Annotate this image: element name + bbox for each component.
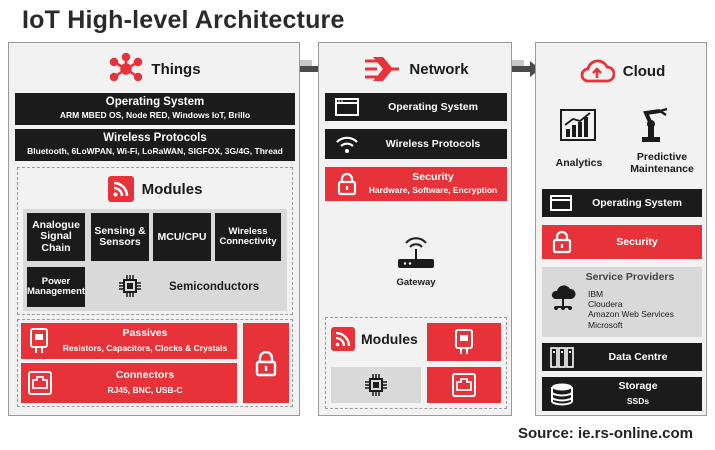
network-wireless-title: Wireless Protocols	[385, 138, 481, 150]
things-os-title: Operating System	[105, 96, 205, 108]
things-components-group	[17, 319, 293, 407]
passives-title: Passives	[122, 327, 168, 339]
things-os-box: Operating System ARM MBED OS, Node RED, …	[15, 93, 295, 125]
gateway-label: Gateway	[396, 277, 436, 288]
window-icon	[335, 98, 359, 116]
cloud-header: Cloud	[536, 55, 708, 87]
things-wireless-items: Bluetooth, 6LoWPAN, Wi-Fi, LoRaWAN, SIGF…	[27, 146, 283, 156]
connectors-items: RJ45, BNC, USB-C	[107, 385, 183, 395]
module-tile-mcu: MCU/CPU	[153, 213, 211, 261]
things-modules-title: Modules	[141, 180, 203, 198]
network-connectors-box	[427, 367, 501, 403]
server-rack-icon	[550, 347, 574, 368]
module-tile-power: Power Management	[27, 267, 85, 307]
network-os-box: Operating System	[325, 93, 507, 121]
network-modules-group	[325, 317, 507, 409]
connectors-title: Connectors	[115, 369, 175, 381]
things-security-box	[243, 323, 289, 403]
component-icon	[455, 329, 473, 354]
things-wireless-title: Wireless Protocols	[103, 132, 207, 144]
passives-items: Resistors, Capacitors, Clocks & Crystals	[62, 343, 228, 353]
cloud-security-title: Security	[616, 236, 658, 248]
module-tile-analogue: Analogue Signal Chain	[27, 213, 85, 261]
things-title: Things	[151, 60, 201, 78]
things-panel: Things Operating System ARM MBED OS, Nod…	[8, 42, 300, 416]
source-caption: Source: ie.rs-online.com	[517, 425, 693, 442]
service-providers-list: IBM Cloudera Amazon Web Services Microso…	[588, 289, 674, 330]
wireless-signal-icon	[331, 327, 355, 351]
ethernet-port-icon	[452, 373, 476, 397]
predictive-maintenance-label: Predictive Maintenance	[630, 151, 694, 176]
component-icon	[30, 328, 48, 353]
network-arrow-icon	[365, 57, 400, 81]
service-providers-box: Service Providers IBM Cloudera Amazon We…	[542, 267, 702, 337]
cloud-os-box: Operating System	[542, 189, 702, 217]
passives-box: Passives Resistors, Capacitors, Clocks &…	[21, 323, 237, 359]
network-semiconductor-box	[331, 367, 421, 403]
network-security-items: Hardware, Software, Encryption	[368, 185, 498, 195]
network-wireless-box: Wireless Protocols	[325, 129, 507, 159]
provider-item: Microsoft	[588, 319, 623, 330]
network-title: Network	[409, 60, 469, 78]
window-icon	[550, 195, 572, 211]
service-providers-title: Service Providers	[585, 271, 675, 283]
storage-box: Storage SSDs	[542, 377, 702, 411]
network-modules-title: Modules	[361, 331, 418, 347]
cloud-security-box: Security	[542, 225, 702, 259]
gateway-router-icon	[398, 237, 434, 268]
network-panel: Network Operating System Wireless Protoc…	[318, 42, 512, 416]
cloud-title: Cloud	[622, 62, 666, 80]
network-security-box: Security Hardware, Software, Encryption	[325, 167, 507, 201]
cloud-upload-icon	[580, 59, 615, 83]
storage-title: Storage	[618, 380, 658, 392]
cloud-network-icon	[551, 285, 576, 310]
connectors-box: Connectors RJ45, BNC, USB-C	[21, 363, 237, 403]
chip-icon	[365, 374, 387, 396]
lock-icon	[337, 172, 357, 196]
module-tile-wireless: Wireless Connectivity	[215, 213, 281, 261]
diagram-title: IoT High-level Architecture	[22, 6, 345, 34]
things-header: Things	[9, 51, 301, 87]
provider-item: Amazon Web Services	[588, 309, 674, 320]
network-nodes-icon	[110, 53, 143, 82]
cloud-panel: Cloud Analytics Predictive Maintenance O…	[535, 42, 707, 416]
provider-item: Cloudera	[588, 299, 623, 310]
analytics-label: Analytics	[555, 157, 603, 169]
network-modules-header: Modules	[331, 327, 418, 351]
network-passives-box	[427, 323, 501, 361]
things-os-items: ARM MBED OS, Node RED, Windows IoT, Bril…	[59, 110, 251, 120]
module-tile-sensing: Sensing & Sensors	[91, 213, 149, 261]
storage-items: SSDs	[626, 396, 650, 406]
lock-icon	[552, 230, 572, 254]
robot-arm-icon	[642, 107, 668, 142]
database-icon	[551, 383, 573, 406]
wifi-icon	[336, 136, 358, 153]
things-modules-group	[17, 167, 293, 315]
ethernet-port-icon	[28, 371, 52, 395]
analytics-chart-icon	[560, 109, 596, 141]
things-modules-header: Modules	[17, 175, 293, 203]
network-security-title: Security	[412, 171, 454, 183]
chip-icon	[117, 273, 143, 299]
wireless-signal-icon	[107, 176, 134, 202]
things-wireless-box: Wireless Protocols Bluetooth, 6LoWPAN, W…	[15, 129, 295, 161]
network-os-title: Operating System	[388, 101, 478, 113]
semiconductors-label: Semiconductors	[169, 281, 260, 293]
lock-icon	[255, 351, 277, 377]
provider-item: IBM	[588, 289, 604, 299]
data-centre-title: Data Centre	[608, 351, 668, 363]
data-centre-box: Data Centre	[542, 343, 702, 371]
network-header: Network	[319, 53, 513, 85]
cloud-os-title: Operating System	[592, 197, 682, 209]
